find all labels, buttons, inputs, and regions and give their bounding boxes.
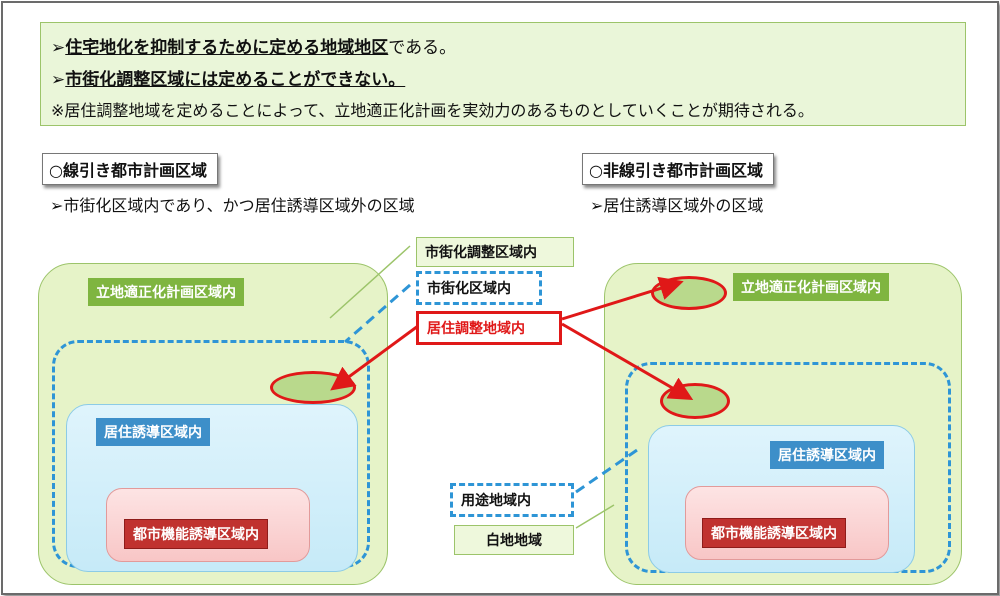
arrow-white-area-pointer (575, 504, 615, 529)
left-residential-label: 居住誘導区域内 (96, 418, 210, 446)
label-urbanization-control-area: 市街化調整区域内 (416, 237, 574, 267)
right-urban-function-label: 都市機能誘導区域内 (702, 518, 846, 548)
label-urbanization-area: 市街化区域内 (416, 271, 542, 305)
summary-box: ➢住宅地化を抑制するために定める地域地区である。 ➢市街化調整区域には定めること… (40, 22, 966, 126)
label-use-district: 用途地域内 (450, 483, 574, 517)
left-header: ○線引き都市計画区域 (42, 153, 218, 185)
right-plan-area-label: 立地適正化計画区域内 (733, 273, 889, 301)
summary-rest-1: である。 (388, 38, 457, 58)
left-description: ➢市街化区域内であり、かつ居住誘導区域外の区域 (50, 196, 415, 215)
arrow-to-right-control-zone-2 (561, 322, 694, 401)
summary-emphasis-1: 住宅地化を抑制するために定める地域地区 (65, 38, 389, 58)
arrow-to-right-control-zone-1 (561, 276, 684, 321)
bullet-arrow: ➢ (51, 38, 66, 58)
right-residential-label: 居住誘導区域内 (770, 441, 884, 469)
left-plan-area-label: 立地適正化計画区域内 (88, 278, 244, 306)
summary-note: ※居住調整地域を定めることによって、立地適正化計画を実効力のあるものとしていくこ… (51, 101, 814, 120)
bullet-arrow: ➢ (51, 70, 66, 90)
left-urban-function-label: 都市機能誘導区域内 (124, 519, 268, 549)
label-white-area: 白地地域 (454, 525, 574, 555)
arrow-urbanization-pointer (344, 283, 411, 344)
summary-line-1: ➢住宅地化を抑制するために定める地域地区である。 (51, 33, 456, 58)
summary-emphasis-2: 市街化調整区域には定めることができない。 (65, 70, 406, 90)
arrow-use-district-pointer (575, 446, 641, 494)
right-description: ➢居住誘導区域外の区域 (590, 196, 764, 215)
arrow-urbanization-control-pointer (329, 245, 411, 319)
arrow-to-left-control-zone (330, 324, 419, 391)
summary-line-2: ➢市街化調整区域には定めることができない。 (51, 65, 405, 90)
right-header: ○非線引き都市計画区域 (582, 153, 774, 185)
